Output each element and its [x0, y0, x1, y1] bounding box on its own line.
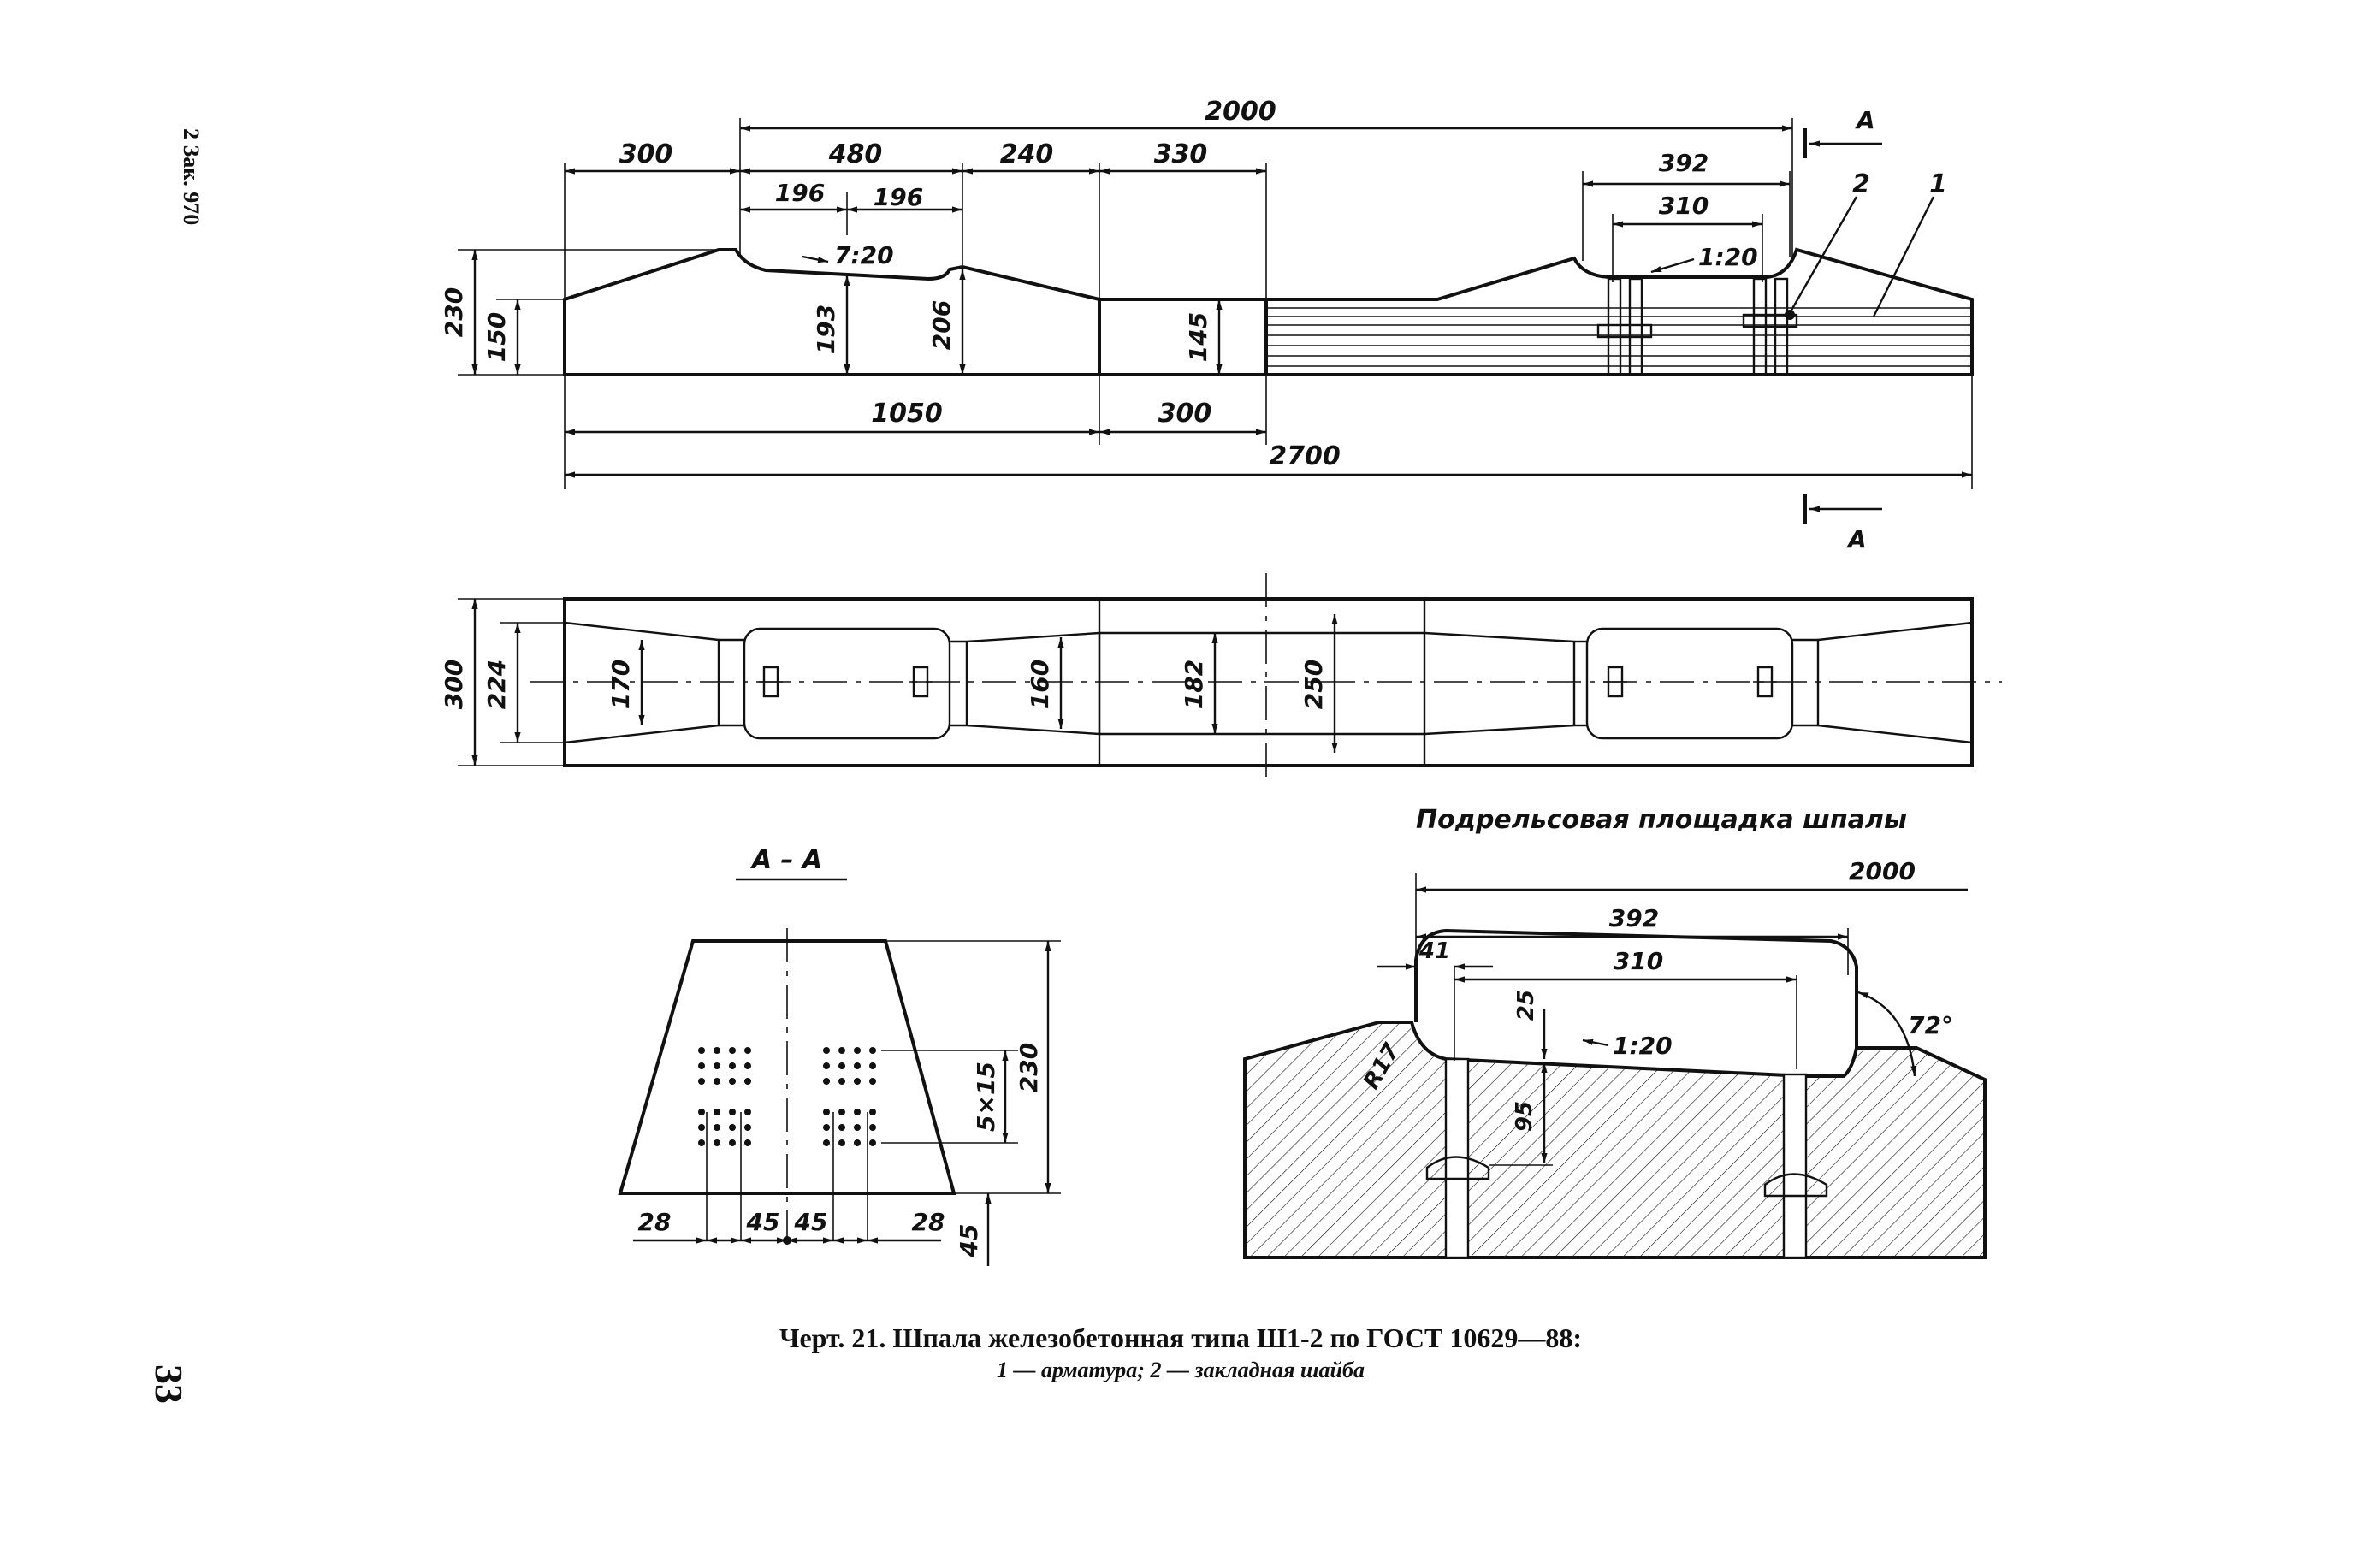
dim-240: 240: [1000, 139, 1054, 169]
dim-2700: 2700: [1269, 441, 1341, 471]
dim-480: 480: [828, 139, 883, 169]
elevation-right-half: [1266, 247, 1974, 376]
detail-dim-392: 392: [1609, 904, 1659, 932]
dim-224: 224: [483, 660, 511, 709]
section-mark-top: A: [1855, 106, 1875, 134]
detail-dim-25: 25: [1513, 990, 1539, 1021]
dim-250: 250: [1300, 660, 1328, 709]
page-number: 33: [147, 1364, 191, 1404]
dim-182: 182: [1180, 660, 1208, 709]
detail-dim-41: 41: [1418, 938, 1450, 964]
side-order-note: 2 Зак. 970: [179, 128, 204, 225]
detail-anchor-right: [1763, 1073, 1828, 1259]
dim-5x15: 5×15: [972, 1062, 1000, 1132]
dim-310: 310: [1659, 192, 1709, 220]
sleeper-plan-view: 300 224 170 160 182 250: [440, 573, 2002, 778]
dim-300-mid: 300: [1158, 399, 1212, 429]
elevation-outline: [563, 248, 1101, 376]
dim-330: 330: [1154, 139, 1208, 169]
dim-196-b: 196: [874, 183, 923, 211]
dim-2000: 2000: [1205, 97, 1276, 127]
anchor-right: [1742, 277, 1798, 376]
section-rebar: [698, 1047, 876, 1146]
dim-300-plan: 300: [440, 660, 468, 709]
figure-caption: Черт. 21. Шпала железобетонная типа Ш1-2…: [779, 1322, 1582, 1353]
dim-28-left: 28: [638, 1208, 672, 1236]
callout-2: 2: [1852, 169, 1870, 199]
dim-170: 170: [607, 660, 635, 709]
plan-rail-seat-right: [1585, 627, 1794, 740]
slope-left: 7:20: [834, 241, 894, 269]
plan-rail-seat-left: [743, 627, 951, 740]
detail-dim-95: 95: [1512, 1101, 1537, 1132]
detail-angle: 72°: [1908, 1011, 1953, 1039]
dim-145: 145: [1184, 312, 1212, 362]
sleeper-elevation-view: 2 1 2000 300 480 240 330 196 196 7:20: [440, 97, 1974, 553]
detail-slope: 1:20: [1613, 1032, 1673, 1060]
dim-160: 160: [1026, 660, 1054, 709]
dim-28-right: 28: [912, 1208, 945, 1236]
dim-230-section: 230: [1015, 1043, 1043, 1092]
dim-300-left: 300: [619, 139, 673, 169]
dim-150-elev: 150: [483, 312, 511, 362]
dim-45-right: 45: [794, 1208, 828, 1236]
rail-seat-title: Подрельсовая площадка шпалы: [1416, 805, 1907, 835]
section-mark-bottom: A: [1846, 525, 1867, 553]
dim-230-elev: 230: [440, 287, 468, 337]
slope-right: 1:20: [1698, 243, 1758, 271]
dim-206: 206: [927, 300, 956, 350]
dim-45-bottom: 45: [955, 1224, 983, 1258]
detail-anchor-left: [1425, 1057, 1490, 1259]
anchor-left: [1596, 277, 1653, 376]
dim-45-left: 45: [746, 1208, 780, 1236]
section-title: А – А: [750, 845, 822, 875]
detail-dim-310: 310: [1614, 947, 1663, 975]
callout-1: 1: [1929, 169, 1947, 199]
rail-seat-detail: 2000 392 310 41 25 95 R17 1:20 72°: [1243, 857, 1987, 1259]
elevation-middle: [1099, 298, 1268, 376]
figure-legend: 1 — арматура; 2 — закладная шайба: [997, 1358, 1365, 1382]
dim-196-a: 196: [775, 179, 825, 207]
cross-section-aa: А – А 230 5×15: [618, 845, 1061, 1266]
dim-1050: 1050: [871, 399, 943, 429]
detail-dim-2000: 2000: [1849, 857, 1916, 885]
dim-193: 193: [812, 305, 840, 354]
dim-392: 392: [1659, 149, 1709, 177]
